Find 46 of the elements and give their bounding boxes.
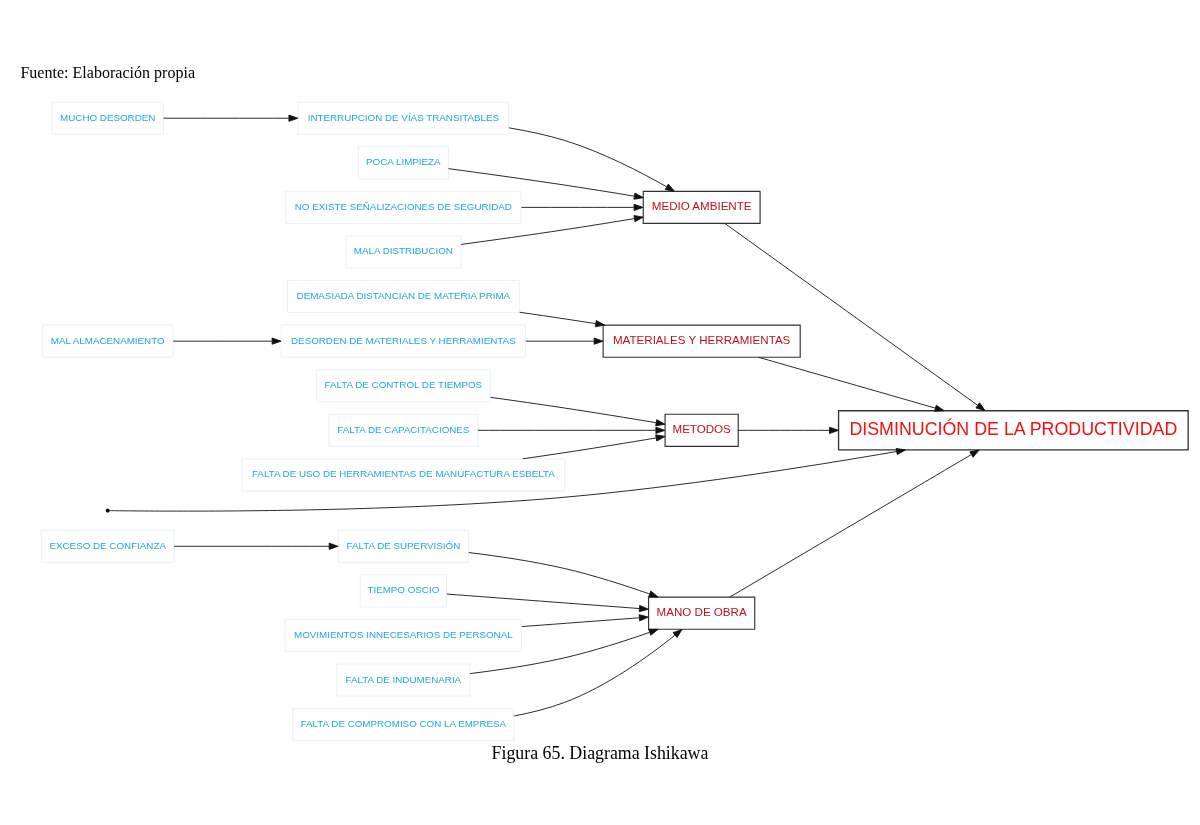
arrow xyxy=(724,223,986,411)
node-box: MALA DISTRIBUCION xyxy=(345,235,462,269)
arrow xyxy=(108,448,906,512)
arrow xyxy=(477,426,666,434)
arrow xyxy=(521,614,649,628)
node-box: FALTA DE USO DE HERRAMIENTAS DE MANUFACTURA ESBELTA xyxy=(241,458,566,492)
node-box: MAL ALMACENAMIENTO xyxy=(42,324,174,358)
caption: Figura 65. Diagrama Ishikawa xyxy=(491,742,709,763)
node-box: EXCESO DE CONFIANZA xyxy=(40,529,175,563)
node-box: METODOS xyxy=(664,413,739,447)
label: Fuente: Elaboración propia xyxy=(20,63,196,81)
node-box: FALTA DE SUPERVISIÓN xyxy=(337,529,469,563)
node-box: FALTA DE INDUMENARIA xyxy=(336,663,471,697)
node-box: INTERRUPCION DE VÍAS TRANSITABLES xyxy=(297,101,510,135)
arrow xyxy=(460,215,644,245)
node-box: MEDIO AMBIENTE xyxy=(642,190,761,224)
arrow xyxy=(469,628,659,675)
node-box: MANO DE OBRA xyxy=(648,596,756,630)
node-box: FALTA DE COMPROMISO CON LA EMPRESA xyxy=(292,708,515,742)
arrow xyxy=(737,426,839,434)
node-box: NO EXISTE SEÑALIZACIONES DE SEGURIDAD xyxy=(285,190,522,224)
node-box: TIEMPO OSCIO xyxy=(359,574,448,608)
arrow xyxy=(468,552,659,598)
arrow xyxy=(173,542,339,550)
arrow xyxy=(729,449,980,598)
arrow xyxy=(521,203,644,211)
arrow xyxy=(525,337,604,345)
node-box: MUCHO DESORDEN xyxy=(51,101,164,135)
node-box: FALTA DE CAPACITACIONES xyxy=(328,413,479,447)
node-box: POCA LIMPIEZA xyxy=(357,146,449,180)
arrow xyxy=(446,593,649,613)
node-box: DESORDEN DE MATERIALES Y HERRAMIENTAS xyxy=(280,324,526,358)
arrow xyxy=(172,337,282,345)
arrow xyxy=(508,127,675,192)
arrow xyxy=(519,311,606,328)
arrow xyxy=(490,396,666,427)
arrow xyxy=(513,629,683,717)
node-box: MATERIALES Y HERRAMIENTAS xyxy=(602,324,801,358)
arrow xyxy=(758,356,945,412)
node-box: FALTA DE CONTROL DE TIEMPOS xyxy=(315,369,491,403)
node-box: DEMASIADA DISTANCIAN DE MATERIA PRIMA xyxy=(287,280,520,314)
node-box: DISMINUCIÓN DE LA PRODUCTIVIDAD xyxy=(837,410,1189,451)
node-box: MOVIMIENTOS INNECESARIOS DE PERSONAL xyxy=(284,618,522,652)
arrow xyxy=(448,168,644,200)
arrow xyxy=(522,434,666,460)
arrow xyxy=(163,114,299,122)
